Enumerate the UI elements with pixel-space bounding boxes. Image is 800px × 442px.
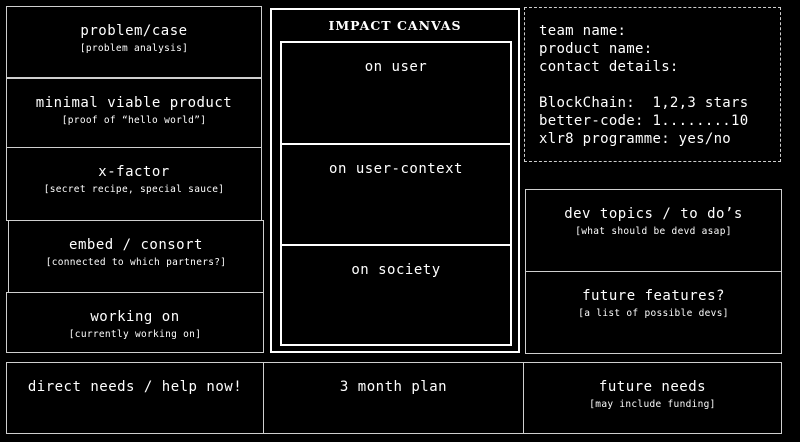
blockchain-rating: BlockChain: 1,2,3 stars bbox=[539, 95, 749, 111]
box-title: problem/case bbox=[80, 23, 188, 39]
x-factor-box: x-factor [secret recipe, special sauce] bbox=[6, 147, 262, 221]
working-on-box: working on [currently working on] bbox=[6, 292, 264, 353]
section-label: on user-context bbox=[329, 161, 463, 177]
xlr8-programme-status: xlr8 programme: yes/no bbox=[539, 131, 732, 147]
impact-on-user-context-section: on user-context bbox=[280, 143, 512, 246]
future-needs-box: future needs [may include funding] bbox=[523, 362, 782, 434]
box-subtitle: [currently working on] bbox=[68, 329, 202, 340]
dev-topics-box: dev topics / to do’s [what should be dev… bbox=[525, 189, 782, 272]
mvp-box: minimal viable product [proof of “hello … bbox=[6, 78, 262, 148]
better-code-rating: better-code: 1........10 bbox=[539, 113, 749, 129]
box-title: direct needs / help now! bbox=[27, 379, 243, 395]
problem-case-box: problem/case [problem analysis] bbox=[6, 6, 262, 78]
impact-canvas-heading: IMPACT CANVAS bbox=[328, 18, 462, 33]
box-title: working on bbox=[90, 309, 180, 325]
team-info-box: team name: product name: contact details… bbox=[524, 7, 781, 162]
box-subtitle: [secret recipe, special sauce] bbox=[43, 184, 225, 195]
three-month-plan-box: 3 month plan bbox=[263, 362, 524, 434]
box-subtitle: [problem analysis] bbox=[79, 43, 189, 54]
impact-on-society-section: on society bbox=[280, 244, 512, 346]
future-features-box: future features? [a list of possible dev… bbox=[525, 271, 782, 354]
box-subtitle: [a list of possible devs] bbox=[578, 308, 729, 319]
direct-needs-box: direct needs / help now! bbox=[6, 362, 264, 434]
section-label: on user bbox=[364, 59, 428, 75]
box-title: minimal viable product bbox=[35, 95, 233, 111]
product-name-label: product name: bbox=[539, 41, 653, 57]
box-title: future features? bbox=[582, 288, 725, 304]
box-title: future needs bbox=[598, 379, 707, 395]
box-subtitle: [connected to which partners?] bbox=[45, 257, 227, 268]
box-title: 3 month plan bbox=[339, 379, 448, 395]
embed-consort-box: embed / consort [connected to which part… bbox=[8, 220, 264, 293]
box-title: embed / consort bbox=[69, 237, 203, 253]
box-title: dev topics / to do’s bbox=[564, 206, 743, 222]
box-subtitle: [may include funding] bbox=[589, 399, 716, 410]
box-subtitle: [what should be devd asap] bbox=[575, 226, 732, 237]
impact-canvas: IMPACT CANVAS bbox=[270, 8, 520, 353]
impact-on-user-section: on user bbox=[280, 41, 512, 145]
team-name-label: team name: bbox=[539, 23, 627, 39]
section-label: on society bbox=[351, 262, 441, 278]
contact-details-label: contact details: bbox=[539, 59, 679, 75]
box-subtitle: [proof of “hello world”] bbox=[61, 115, 207, 126]
box-title: x-factor bbox=[98, 164, 170, 180]
